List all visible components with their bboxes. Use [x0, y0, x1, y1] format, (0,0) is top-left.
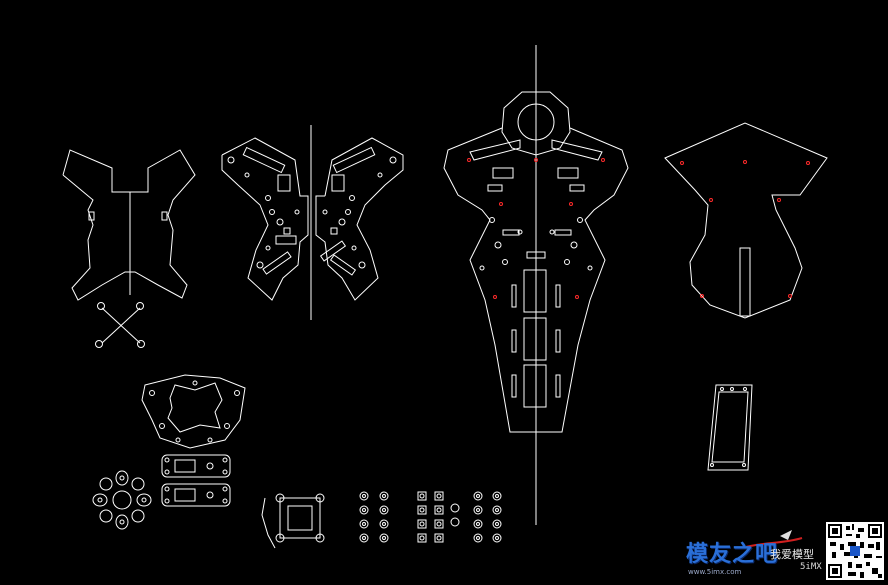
battery-plate	[707, 384, 753, 471]
qr-code-icon	[826, 522, 884, 580]
washer-group-1	[359, 491, 389, 543]
flower-mount	[92, 470, 152, 530]
logo-domain: 5iMX	[800, 562, 822, 572]
shield-plate	[664, 122, 828, 319]
spacer-group	[417, 491, 460, 543]
small-plate-lower	[161, 483, 231, 507]
camera-bracket	[261, 493, 325, 549]
frame-plate-y	[62, 149, 196, 301]
qr-pattern	[826, 522, 884, 580]
bottom-plate	[141, 374, 246, 449]
small-plate-upper	[161, 454, 231, 478]
swoosh-graphic	[741, 530, 803, 549]
arm-cross	[95, 302, 145, 348]
logo-text: 模友之吧	[686, 542, 779, 567]
logo-subtitle: 我爱模型	[770, 548, 814, 561]
5imx-logo: 模友之吧 我爱模型 5iMX www.5imx.com	[682, 528, 822, 580]
main-body-plate	[443, 45, 629, 525]
logo-url: www.5imx.com	[688, 568, 742, 576]
butterfly-plate	[221, 125, 404, 320]
washer-group-2	[473, 491, 502, 543]
